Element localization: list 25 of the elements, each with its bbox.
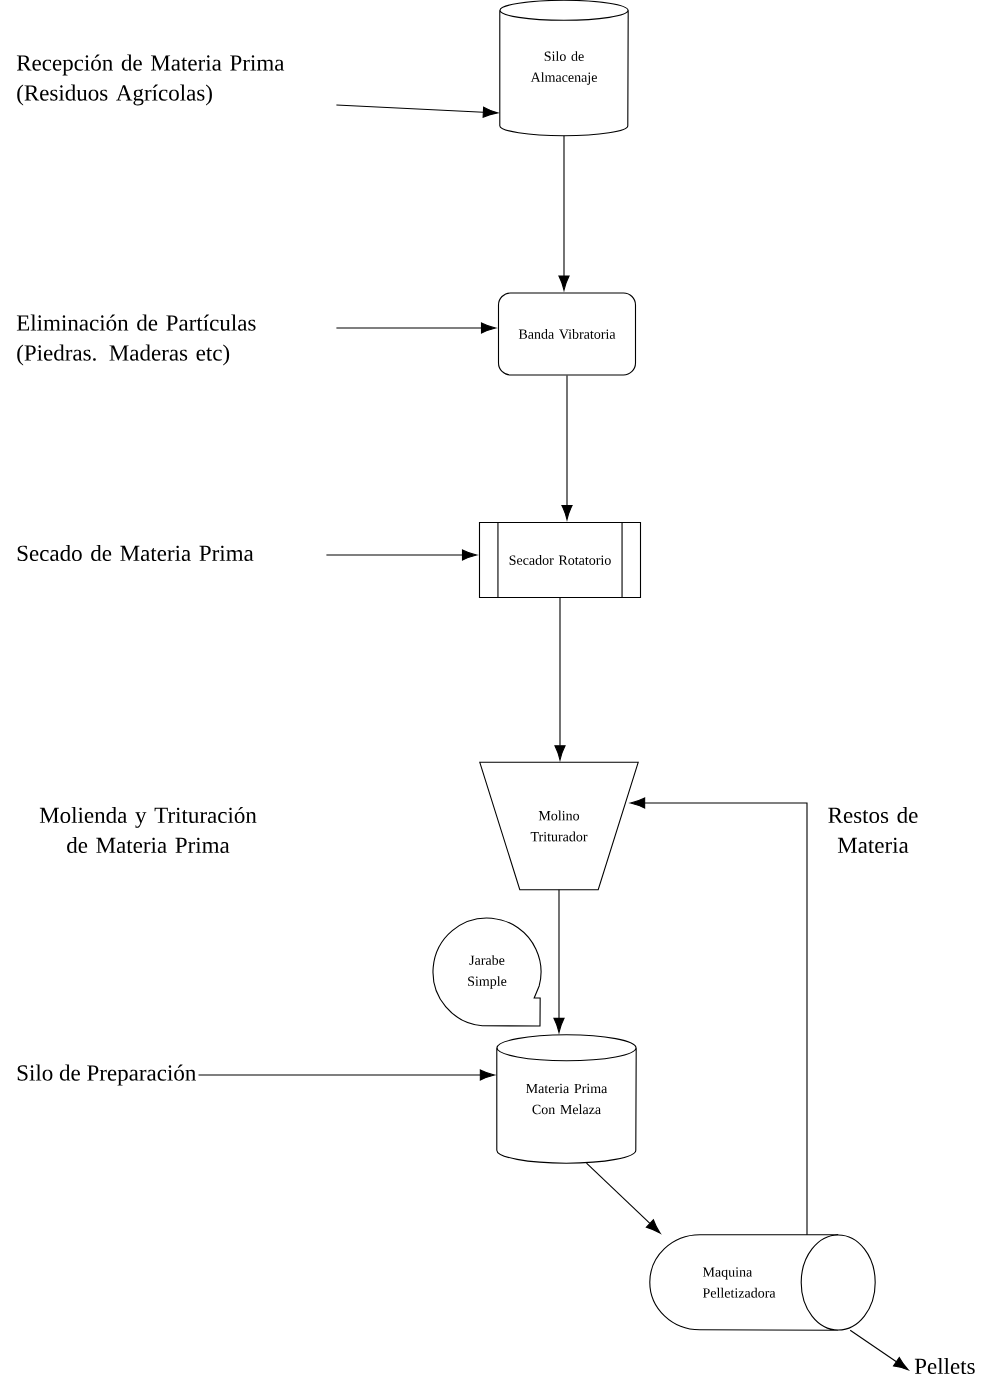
step-label: Recepción de Materia Prima (Residuos Agrícolas)	[16, 54, 285, 106]
step-label: Molienda y Trituración de Materia Prima	[39, 806, 257, 854]
arrow	[558, 135, 570, 291]
arrow	[197, 1069, 495, 1081]
step-label: Pellets	[914, 1357, 975, 1375]
arrow	[335, 322, 497, 334]
arrow	[335, 104, 498, 118]
step-label: Eliminación de Partículas (Piedras. Maderas etc)	[16, 314, 256, 366]
arrow	[325, 549, 478, 561]
mill-trapezoid: Molino Triturador	[479, 761, 639, 891]
step-label: Secado de Materia Prima	[17, 544, 254, 562]
machine-cylinder: Maquina Pelletizadora	[649, 1234, 876, 1331]
process-box: Secador Rotatorio	[478, 521, 642, 599]
arrow	[585, 1162, 661, 1234]
edge-label: Restos de Materia	[816, 804, 930, 856]
arrow	[630, 797, 808, 1236]
arrow	[553, 889, 565, 1033]
arrow	[554, 597, 566, 761]
silo-cylinder: Materia Prima Con Melaza	[496, 1034, 637, 1164]
process-box: Banda Vibratoria	[497, 292, 637, 376]
step-label: Silo de Preparación	[17, 1064, 196, 1086]
speech-bubble: Jarabe Simple	[432, 917, 542, 1027]
arrow	[561, 375, 573, 521]
arrow	[849, 1329, 909, 1371]
silo-cylinder: Silo de Almacenaje	[499, 0, 629, 137]
